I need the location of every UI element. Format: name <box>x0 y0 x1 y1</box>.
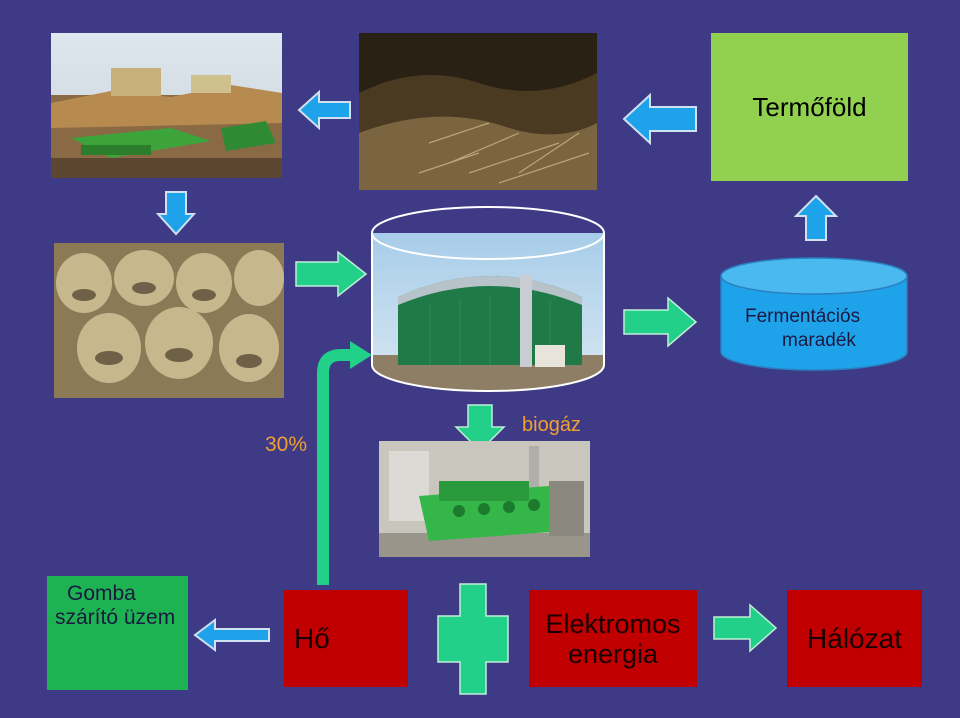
elektromos-label-1: Elektromos <box>545 608 681 639</box>
halozat-box: Hálózat <box>787 590 922 687</box>
biogaz-label: biogáz <box>522 414 581 436</box>
down-arrow-blue <box>156 191 196 236</box>
left-arrow-1 <box>297 90 351 130</box>
fermentation-residue-tank: Fermentációs maradék <box>719 256 909 373</box>
percent-label: 30% <box>265 433 308 456</box>
biogas-digester <box>370 205 606 393</box>
up-arrow-blue <box>794 194 838 241</box>
right-arrow-green-3 <box>713 603 778 653</box>
termofold-label: Termőföld <box>752 91 867 122</box>
fermentacios-label-2: maradék <box>782 330 856 351</box>
down-arrow-green <box>454 404 506 453</box>
straw-photo <box>359 33 597 190</box>
bidirectional-arrow <box>437 583 509 695</box>
termofold-box: Termőföld <box>711 33 908 181</box>
elektromos-box: Elektromos energia <box>529 590 697 687</box>
ho-box: Hő <box>284 590 408 687</box>
chp-engine-photo <box>379 441 590 557</box>
gomba-label-1: Gomba <box>67 582 136 605</box>
gomba-label-2: szárító üzem <box>55 606 176 629</box>
gomba-box: Gomba szárító üzem <box>47 576 188 690</box>
halozat-label: Hálózat <box>807 622 902 654</box>
ho-label: Hő <box>294 622 330 654</box>
heat-return-pipe <box>317 341 372 585</box>
right-arrow-green-1 <box>295 250 368 298</box>
compost-yard-photo <box>51 33 282 178</box>
left-arrow-blue-heat <box>193 618 270 652</box>
mushroom-photo <box>54 243 284 398</box>
left-arrow-2 <box>622 93 697 145</box>
fermentacios-label-1: Fermentációs <box>745 306 861 327</box>
right-arrow-green-2 <box>623 296 698 348</box>
elektromos-label-2: energia <box>567 638 659 669</box>
